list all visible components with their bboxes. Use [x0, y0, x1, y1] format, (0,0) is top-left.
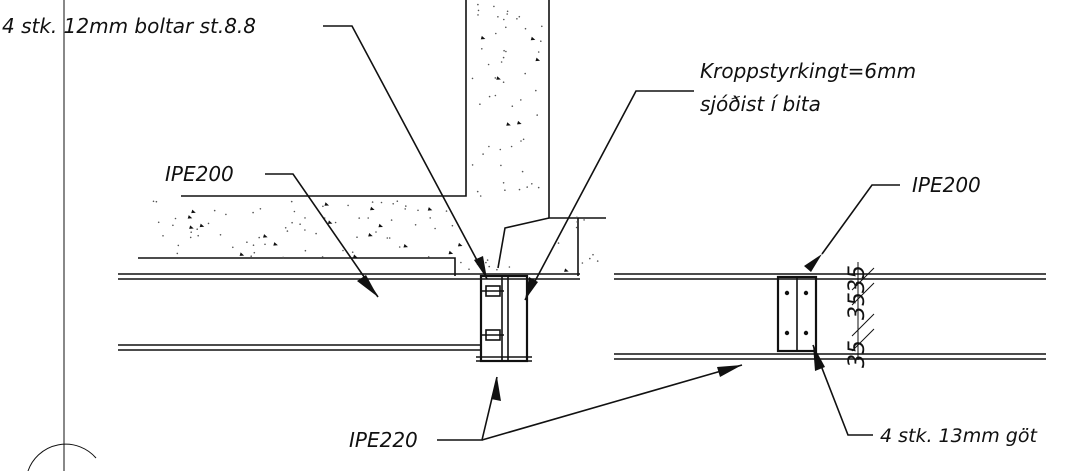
concrete-hatch	[152, 3, 599, 272]
label-web-stiffener: Kroppstyrkingt=6mm	[700, 59, 916, 83]
arrow-heads	[357, 254, 825, 401]
dimension-35-side: 35	[845, 340, 870, 368]
label-beam-right: IPE200	[912, 173, 981, 197]
connection-plate	[776, 275, 818, 353]
concrete-wall	[138, 0, 606, 276]
dimension-35-top-b: 35	[845, 292, 870, 320]
label-beam-left: IPE200	[165, 162, 234, 186]
right-beam-ipe200	[614, 273, 1046, 360]
dimension-marks	[851, 262, 875, 360]
label-column-beam: IPE220	[349, 428, 418, 452]
label-bolts: 4 stk. 12mm boltar st.8.8	[2, 14, 256, 38]
section-mark-arc	[27, 443, 97, 471]
ipe220-section	[476, 274, 532, 363]
leader-lines	[265, 25, 900, 441]
left-beam-ipe200	[118, 273, 580, 351]
dimension-35-top-a: 35	[845, 265, 870, 293]
label-web-stiffener-weld: sjóðist í bita	[700, 92, 821, 116]
label-holes: 4 stk. 13mm göt	[880, 425, 1038, 447]
